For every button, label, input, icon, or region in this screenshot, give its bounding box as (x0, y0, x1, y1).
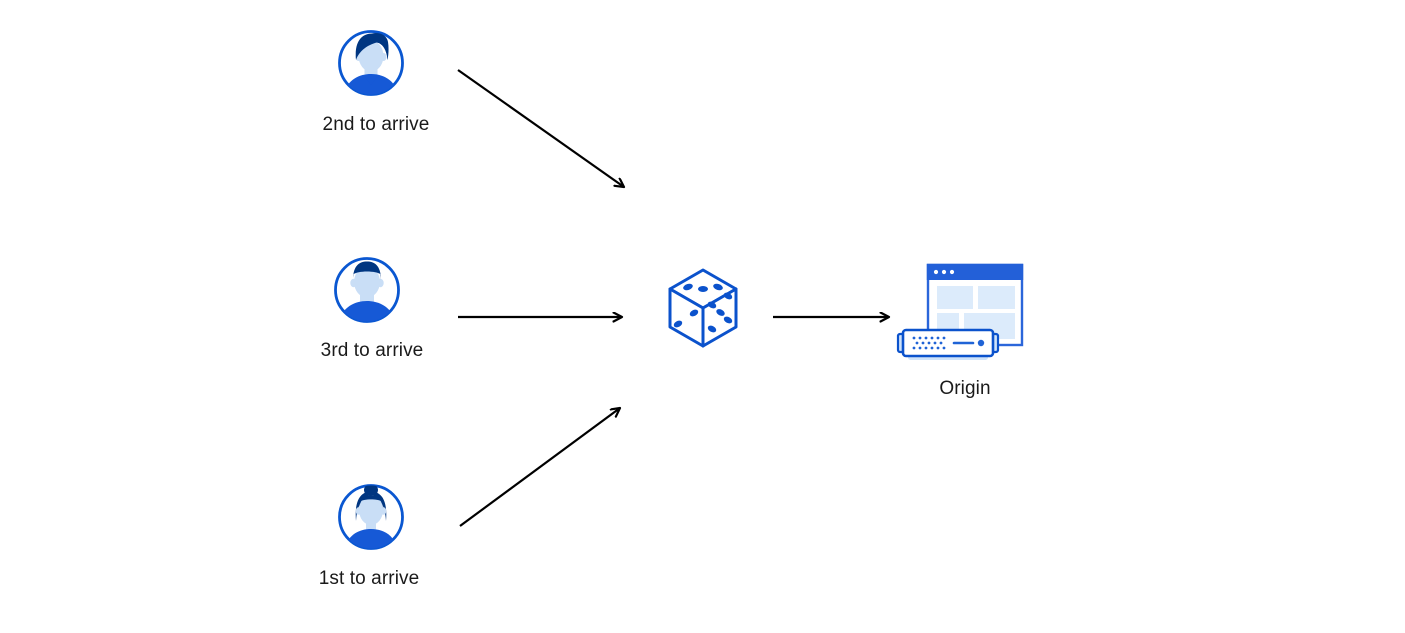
server-icon (896, 328, 1000, 360)
avatar-1st-icon (338, 484, 404, 550)
label-client-third: 3rd to arrive (320, 340, 424, 361)
avatar-3rd-icon (334, 257, 400, 323)
label-origin: Origin (939, 378, 991, 399)
label-client-second: 2nd to arrive (322, 114, 430, 135)
arrow-first-to-balancer (459, 408, 620, 527)
avatar-2nd-icon (338, 30, 404, 96)
arrow-second-to-balancer (457, 69, 624, 187)
label-client-first: 1st to arrive (318, 568, 420, 589)
dice-icon (668, 268, 738, 348)
origin-icon (896, 263, 1024, 360)
